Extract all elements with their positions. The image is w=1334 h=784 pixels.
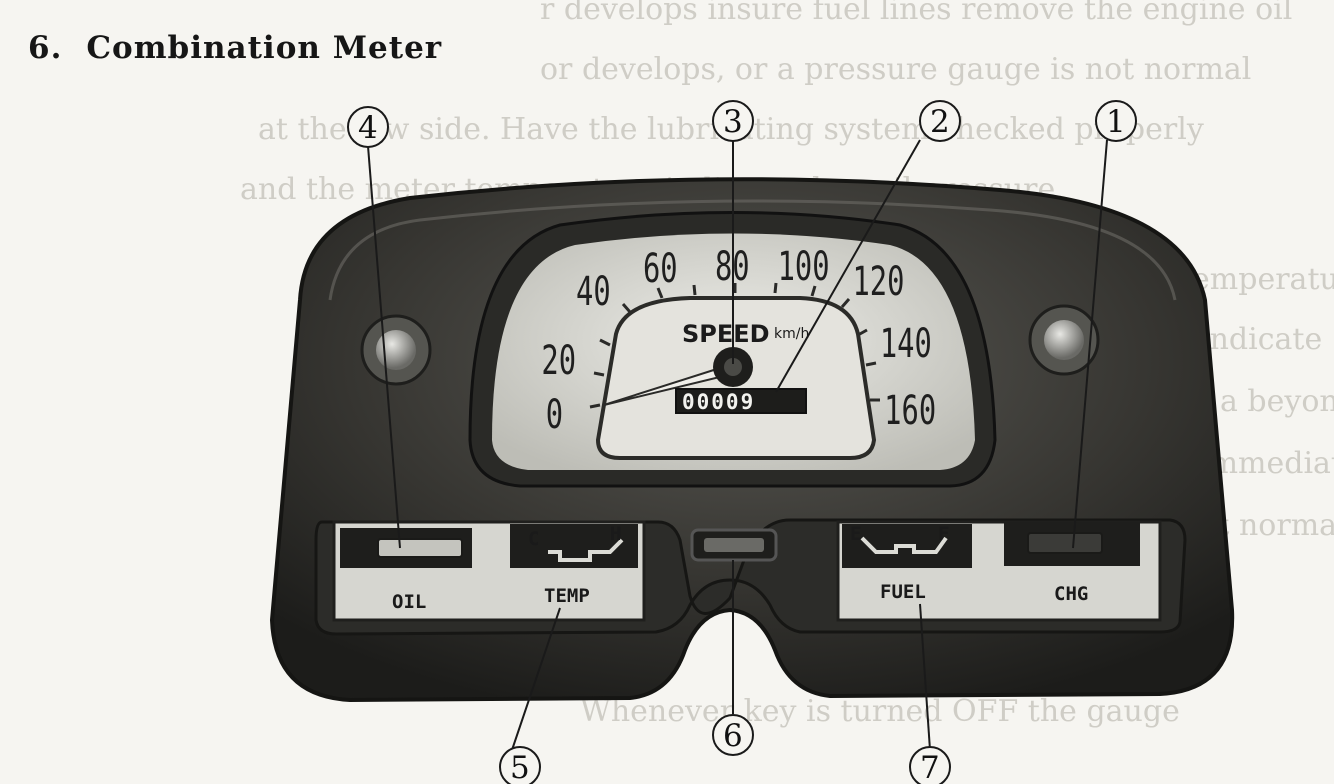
- speed-scale-ticks: [589, 282, 880, 409]
- temp-label: TEMP: [544, 585, 590, 607]
- odometer-reading: 00009: [682, 390, 755, 414]
- temp-h-label: H: [610, 523, 621, 545]
- right-mounting-knob: [1028, 304, 1100, 376]
- tick-label: 0: [546, 392, 563, 438]
- oil-warning-lamp: [377, 538, 463, 558]
- temp-gauge-arc: [548, 538, 624, 562]
- section-heading: 6. Combination Meter: [28, 30, 442, 66]
- bg-line: Whenever key is turned OFF the gauge: [580, 694, 1180, 729]
- callout-leaders: [367, 139, 1108, 751]
- bg-line: r develops insure fuel lines remove the …: [540, 0, 1293, 27]
- bg-line: immediately: [1200, 446, 1334, 481]
- callout-5: 5: [499, 746, 541, 784]
- tick-label: 140: [880, 321, 932, 367]
- temp-c-label: C: [528, 528, 539, 550]
- chg-label: CHG: [1054, 583, 1088, 605]
- callout-1: 1: [1095, 100, 1137, 142]
- callout-3: 3: [712, 100, 754, 142]
- callout-number: 2: [930, 104, 950, 140]
- section-number: 6.: [28, 30, 63, 66]
- tick-label: 20: [541, 338, 576, 384]
- callout-number: 3: [723, 104, 743, 140]
- fuel-label: FUEL: [880, 581, 926, 603]
- bg-line: or develops, or a pressure gauge is not …: [540, 52, 1252, 87]
- bg-line: a beyond: [1220, 384, 1334, 419]
- callout-6: 6: [712, 714, 754, 756]
- tick-label: 60: [643, 246, 678, 292]
- callout-number: 6: [723, 718, 743, 754]
- tick-label: 160: [884, 388, 936, 434]
- bg-line: indicate: [1200, 322, 1323, 357]
- callout-4: 4: [347, 106, 389, 148]
- callout-number: 7: [920, 750, 940, 784]
- callout-2: 2: [919, 100, 961, 142]
- oil-label: OIL: [392, 591, 426, 613]
- fuel-gauge-arc: [860, 536, 948, 554]
- callout-7: 7: [909, 746, 951, 784]
- callout-number: 5: [510, 750, 530, 784]
- callout-number: 1: [1106, 104, 1126, 140]
- speed-title: SPEED: [682, 320, 770, 348]
- speed-tick-labels: 0 20 40 60 80 100 120 140 160: [541, 244, 936, 438]
- section-title: Combination Meter: [86, 30, 443, 66]
- tick-label: 120: [852, 259, 904, 305]
- tick-label: 100: [778, 244, 830, 290]
- odometer-window: [675, 388, 807, 414]
- left-mounting-knob: [360, 314, 432, 386]
- fuel-f-label: F: [938, 523, 949, 545]
- bg-line: temperature: [1180, 262, 1334, 297]
- charge-warning-lamp: [1027, 532, 1103, 554]
- tick-label: 40: [576, 269, 611, 315]
- speed-unit: km/h: [774, 326, 809, 342]
- callout-number: 4: [358, 110, 378, 146]
- fuel-e-label: E: [850, 523, 861, 545]
